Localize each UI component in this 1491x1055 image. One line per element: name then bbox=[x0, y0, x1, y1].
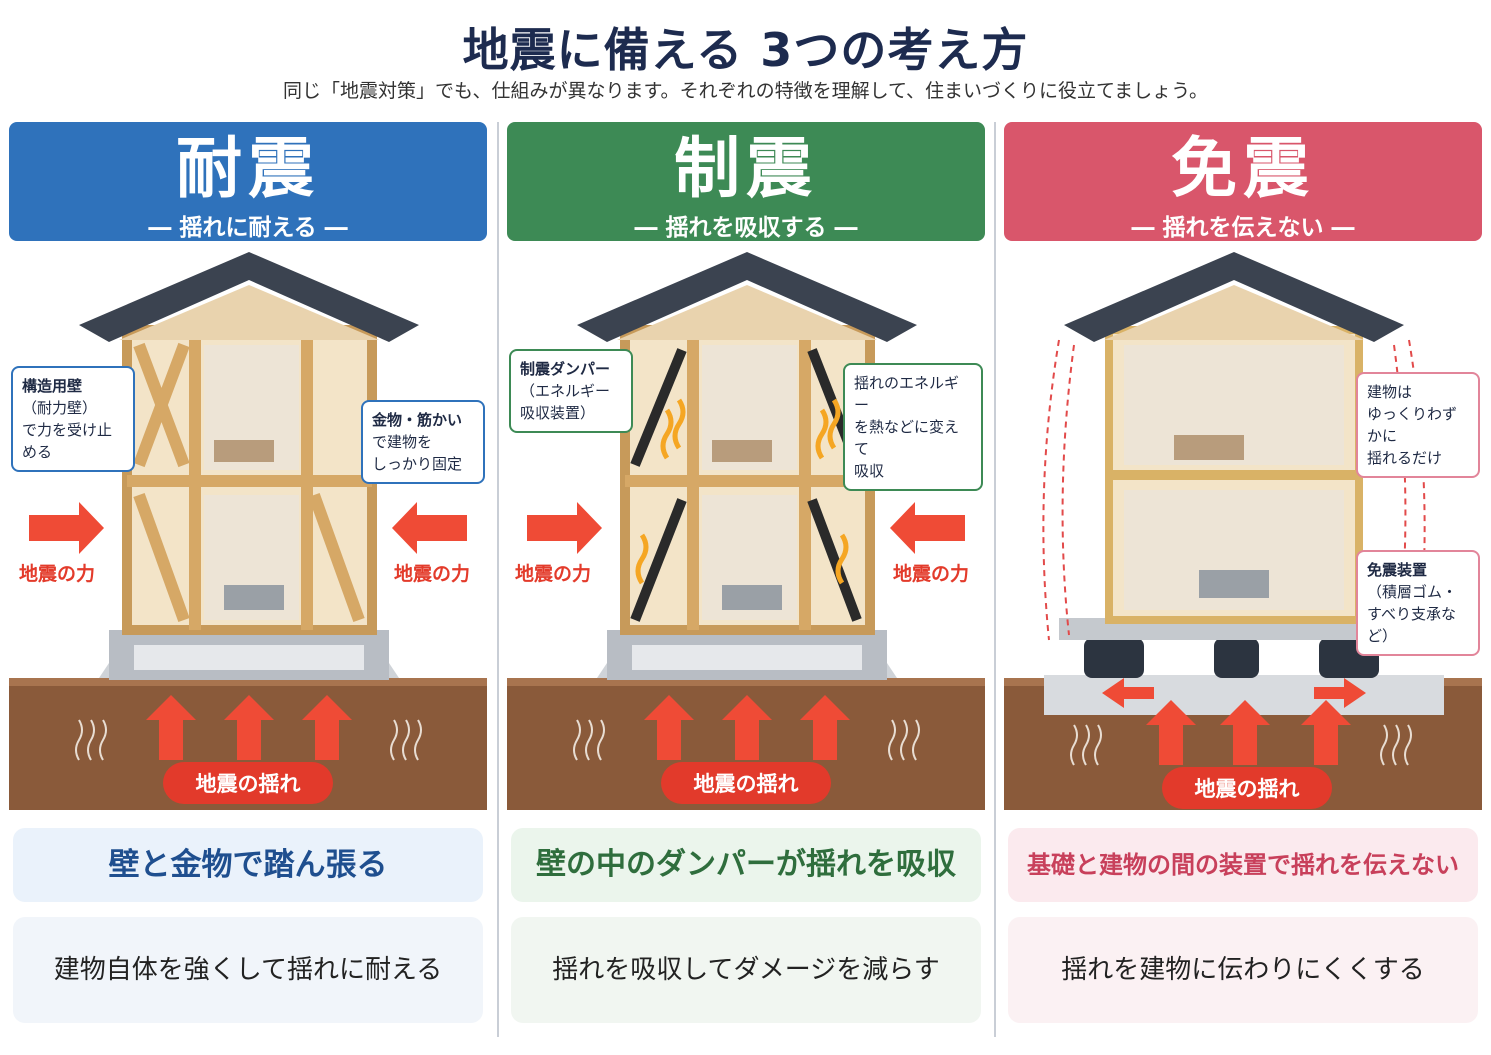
column-description: 建物自体を強くして揺れに耐える bbox=[13, 917, 483, 1023]
column-divider bbox=[497, 122, 499, 1037]
callout-text: 建物は ゆっくりわずかに 揺れるだけ bbox=[1367, 383, 1458, 467]
force-label-right: 地震の力 bbox=[394, 563, 471, 585]
roof bbox=[79, 252, 419, 342]
callout-hardware: 金物・筋かい で建物を しっかり固定 bbox=[361, 400, 485, 484]
callout-title: 金物・筋かい bbox=[372, 411, 463, 429]
column-header: 制震 ― 揺れを吸収する ― bbox=[507, 122, 985, 241]
column-subheading: ― 揺れを伝えない ― bbox=[1131, 215, 1355, 241]
damper bbox=[807, 498, 862, 622]
house-illustration bbox=[9, 250, 487, 815]
column-divider bbox=[994, 122, 996, 1037]
callout-sway: 建物は ゆっくりわずかに 揺れるだけ bbox=[1356, 372, 1480, 478]
column-subheading: ― 揺れに耐える ― bbox=[148, 215, 348, 241]
column-heading: 制震 bbox=[674, 130, 818, 207]
force-label-right: 地震の力 bbox=[893, 563, 970, 585]
callout-text: （積層ゴム・ すべり支承など） bbox=[1367, 583, 1458, 645]
force-label-left: 地震の力 bbox=[19, 563, 96, 585]
callout-text: （耐力壁） で力を受け止める bbox=[22, 399, 113, 461]
page-title: 地震に備える 3つの考え方 bbox=[462, 23, 1029, 77]
column-heading: 耐震 bbox=[176, 130, 320, 207]
column-description: 揺れを吸収してダメージを減らす bbox=[511, 917, 981, 1023]
house-svg bbox=[507, 252, 985, 810]
column-taishin: 耐震 ― 揺れに耐える ― bbox=[9, 122, 487, 1042]
force-label-left: 地震の力 bbox=[515, 563, 592, 585]
column-summary: 基礎と建物の間の装置で揺れを伝えない bbox=[1008, 828, 1478, 902]
callout-energy: 揺れのエネルギー を熱などに変えて 吸収 bbox=[843, 363, 983, 491]
column-header: 免震 ― 揺れを伝えない ― bbox=[1004, 122, 1482, 241]
column-heading: 免震 bbox=[1171, 130, 1315, 207]
house-illustration bbox=[507, 250, 985, 815]
damper bbox=[630, 348, 687, 467]
callout-title: 免震装置 bbox=[1367, 561, 1428, 579]
column-header: 耐震 ― 揺れに耐える ― bbox=[9, 122, 487, 241]
shake-arrow bbox=[224, 695, 274, 760]
page-subtitle: 同じ「地震対策」でも、仕組みが異なります。それぞれの特徴を理解して、住まいづくり… bbox=[283, 80, 1208, 102]
house-svg bbox=[1004, 252, 1482, 810]
callout-text: で建物を しっかり固定 bbox=[372, 433, 463, 473]
column-description: 揺れを建物に伝わりにくくする bbox=[1008, 917, 1478, 1023]
shake-arrow bbox=[302, 695, 352, 760]
column-seishin: 制震 ― 揺れを吸収する ― bbox=[507, 122, 985, 1042]
callout-title: 構造用壁 bbox=[22, 377, 83, 395]
column-menshin: 免震 ― 揺れを伝えない ― bbox=[1004, 122, 1482, 1042]
force-arrow-right bbox=[392, 502, 467, 554]
callout-text: 揺れのエネルギー を熱などに変えて 吸収 bbox=[854, 374, 960, 480]
shake-label: 地震の揺れ bbox=[1162, 767, 1332, 809]
isolator bbox=[1214, 638, 1259, 678]
shake-label: 地震の揺れ bbox=[661, 762, 831, 804]
house-svg bbox=[9, 252, 487, 810]
callout-damper: 制震ダンパー （エネルギー 吸収装置） bbox=[509, 349, 633, 433]
callout-title: 制震ダンパー bbox=[520, 360, 611, 378]
force-arrow-left bbox=[29, 502, 104, 554]
callout-isolator: 免震装置 （積層ゴム・ すべり支承など） bbox=[1356, 550, 1480, 656]
column-summary: 壁と金物で踏ん張る bbox=[13, 828, 483, 902]
column-summary: 壁の中のダンパーが揺れを吸収 bbox=[511, 828, 981, 902]
house-illustration bbox=[1004, 250, 1482, 815]
isolator bbox=[1084, 638, 1144, 678]
shake-arrow bbox=[146, 695, 196, 760]
damper bbox=[630, 498, 687, 622]
callout-text: （エネルギー 吸収装置） bbox=[520, 382, 611, 422]
shake-label: 地震の揺れ bbox=[163, 762, 333, 804]
column-subheading: ― 揺れを吸収する ― bbox=[634, 215, 858, 241]
callout-structural-wall: 構造用壁 （耐力壁） で力を受け止める bbox=[11, 366, 135, 472]
